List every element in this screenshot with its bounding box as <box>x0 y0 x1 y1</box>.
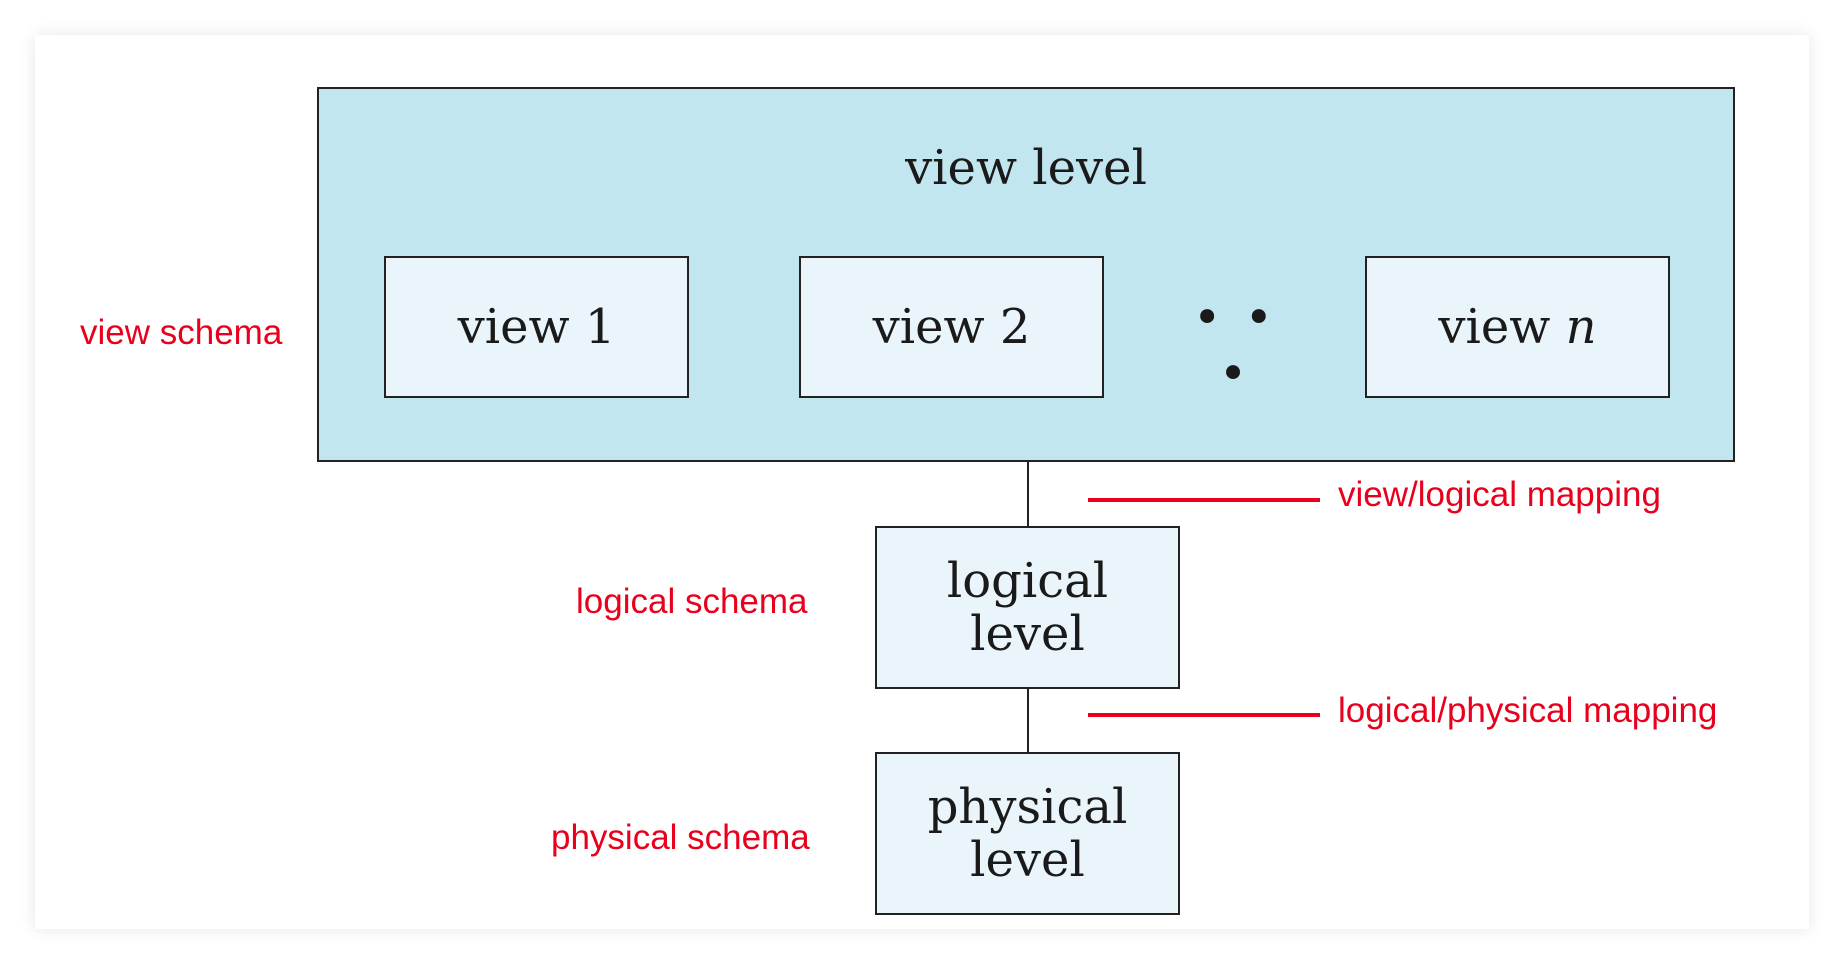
view-n-variable: n <box>1565 298 1597 355</box>
view-n-label: view n <box>1438 298 1597 355</box>
logical-physical-mapping-label: logical/physical mapping <box>1338 691 1718 730</box>
logical-level-line1: logical <box>946 552 1109 609</box>
view-n-prefix: view <box>1438 298 1566 355</box>
logical-schema-label: logical schema <box>576 582 808 621</box>
logical-physical-mapping-line <box>1088 713 1320 717</box>
view-logical-mapping-line <box>1088 498 1320 502</box>
view-1-box: view 1 <box>384 256 689 398</box>
logical-level-text: logical level <box>946 552 1109 662</box>
physical-level-text: physical level <box>927 778 1128 888</box>
ellipsis: • • • <box>1193 290 1277 402</box>
view-logical-mapping-label: view/logical mapping <box>1338 475 1661 514</box>
physical-level-line2: level <box>970 831 1085 888</box>
logical-level-line2: level <box>970 605 1085 662</box>
view-n-box: view n <box>1365 256 1670 398</box>
physical-level-box: physical level <box>875 752 1180 915</box>
connector-logical-physical <box>1027 689 1029 752</box>
view-1-label: view 1 <box>457 298 616 355</box>
logical-level-box: logical level <box>875 526 1180 689</box>
view-level-title: view level <box>905 140 1147 196</box>
view-2-box: view 2 <box>799 256 1104 398</box>
connector-view-logical <box>1027 462 1029 526</box>
physical-level-line1: physical <box>927 778 1128 835</box>
view-2-label: view 2 <box>872 298 1031 355</box>
physical-schema-label: physical schema <box>551 818 810 857</box>
view-schema-label: view schema <box>80 313 283 352</box>
